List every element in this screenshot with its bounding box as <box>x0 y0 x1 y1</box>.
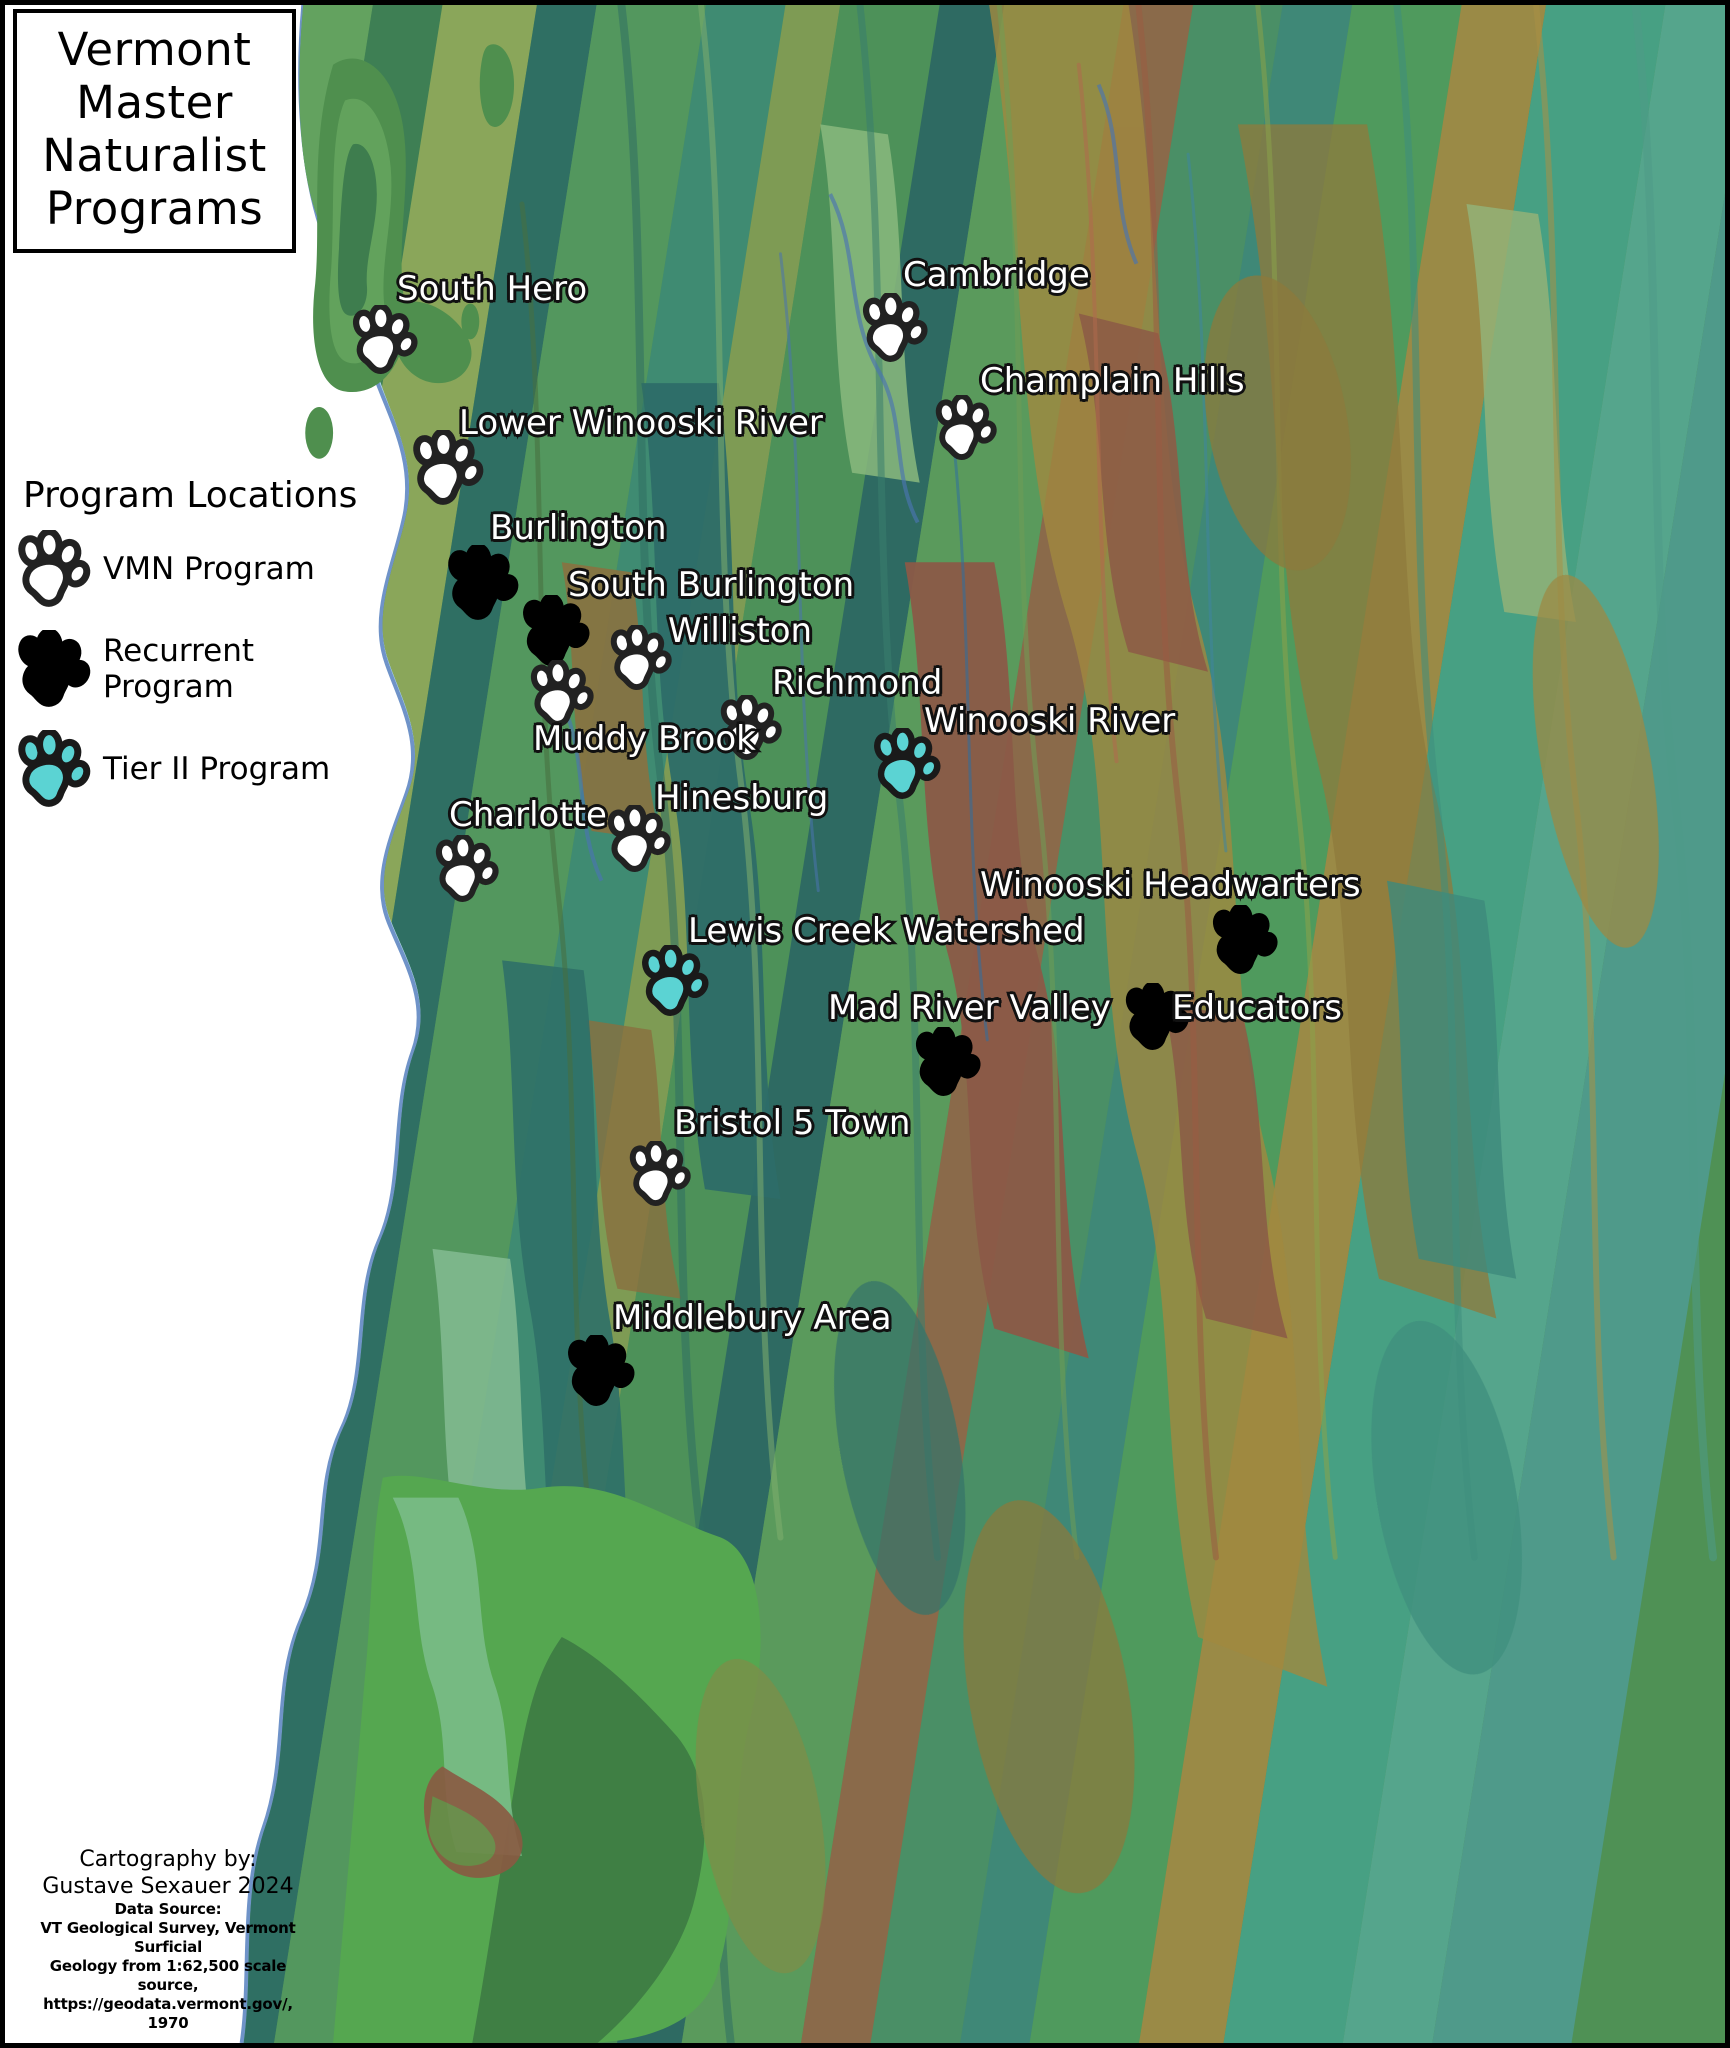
geology-basemap <box>5 5 1725 2043</box>
place-label-text: Bristol 5 Town <box>671 1103 912 1144</box>
legend-item-label: VMN Program <box>103 551 315 587</box>
credits-source-2: VT Geological Survey, Vermont Surficial <box>40 1919 296 1956</box>
paw-icon <box>15 528 93 608</box>
place-label-lower-winooski-river: Lower Winooski River <box>457 403 826 444</box>
place-label-south-burlington: South Burlington <box>565 565 856 606</box>
place-label-lewis-creek-watershed: Lewis Creek Watershed <box>686 911 1088 952</box>
poster-title-box: Vermont Master Naturalist Programs <box>13 9 296 253</box>
program-marker-williston[interactable] <box>608 625 674 691</box>
surficial-geology-bands <box>243 5 1725 2043</box>
program-marker-cambridge[interactable] <box>860 293 930 363</box>
place-label-burlington: Burlington <box>488 508 670 549</box>
place-label-cambridge: Cambridge <box>901 255 1093 296</box>
title-line-3: Naturalist <box>42 129 267 182</box>
program-marker-richmond[interactable] <box>718 695 784 761</box>
program-marker-muddy-brook[interactable] <box>528 660 596 728</box>
credits-line-2: Gustave Sexauer 2024 <box>42 1874 294 1899</box>
title-line-2: Master <box>76 76 233 129</box>
place-label-educators: Educators <box>1170 988 1345 1029</box>
title-line-4: Programs <box>45 182 264 235</box>
legend-item-vmn: VMN Program <box>15 528 365 608</box>
place-label-south-hero: South Hero <box>394 269 589 310</box>
place-label-middlebury-area: Middlebury Area <box>611 1298 895 1339</box>
place-label-winooski-headwarters: Winooski Headwarters <box>978 865 1364 906</box>
place-label-text: Richmond <box>769 663 944 704</box>
legend-item-label: Tier II Program <box>103 751 331 787</box>
place-label-text: South Hero <box>394 269 589 310</box>
place-label-text: Williston <box>665 611 814 652</box>
place-label-champlain-hills: Champlain Hills <box>978 361 1248 402</box>
legend: Program Locations VMN Program Recurrent … <box>15 475 365 830</box>
program-marker-burlington[interactable] <box>445 545 521 621</box>
program-marker-charlotte[interactable] <box>433 835 501 903</box>
program-marker-south-hero[interactable] <box>350 305 420 375</box>
place-label-text: Hinesburg <box>652 778 830 819</box>
program-marker-lewis-creek-watershed[interactable] <box>639 945 711 1017</box>
place-label-text: Lower Winooski River <box>457 403 826 444</box>
program-marker-middlebury-area[interactable] <box>565 1335 637 1407</box>
paw-icon <box>15 728 93 808</box>
credits-line-1: Cartography by: <box>79 1847 257 1872</box>
program-marker-educators[interactable] <box>1123 983 1191 1051</box>
place-label-richmond: Richmond <box>769 663 944 704</box>
program-marker-bristol-5-town[interactable] <box>627 1141 693 1207</box>
credits-source-1: Data Source: <box>114 1900 222 1918</box>
place-label-charlotte: Charlotte <box>447 795 610 836</box>
program-marker-lower-winooski-river[interactable] <box>410 430 486 506</box>
place-label-text: Winooski River <box>921 701 1177 742</box>
program-marker-mad-river-valley[interactable] <box>913 1027 983 1097</box>
place-label-text: Winooski Headwarters <box>978 865 1364 906</box>
place-label-bristol-5-town: Bristol 5 Town <box>671 1103 912 1144</box>
place-label-text: Champlain Hills <box>978 361 1248 402</box>
credits-source-4: https://geodata.vermont.gov/, 1970 <box>43 1995 293 2032</box>
legend-heading: Program Locations <box>23 475 358 516</box>
place-label-mad-river-valley: Mad River Valley <box>826 988 1114 1029</box>
place-label-text: Mad River Valley <box>826 988 1114 1029</box>
place-label-text: Lewis Creek Watershed <box>686 911 1088 952</box>
place-label-hinesburg: Hinesburg <box>652 778 830 819</box>
title-line-1: Vermont <box>57 23 252 76</box>
legend-item-label: Recurrent Program <box>103 633 255 705</box>
place-label-text: Middlebury Area <box>611 1298 895 1339</box>
place-label-text: Cambridge <box>901 255 1093 296</box>
place-label-text: Charlotte <box>447 795 610 836</box>
program-marker-winooski-river[interactable] <box>871 728 943 800</box>
legend-item-recurrent: Recurrent Program <box>15 628 365 708</box>
legend-item-tier2: Tier II Program <box>15 728 365 808</box>
place-label-text: South Burlington <box>565 565 856 606</box>
legend-rows: VMN Program Recurrent Program Tier II Pr… <box>15 528 365 808</box>
place-label-text: Educators <box>1170 988 1345 1029</box>
place-label-muddy-brook: Muddy Brook <box>531 719 759 760</box>
credits-source-3: Geology from 1:62,500 scale source, <box>49 1957 287 1994</box>
place-label-text: Muddy Brook <box>531 719 759 760</box>
program-marker-champlain-hills[interactable] <box>933 395 999 461</box>
paw-icon <box>15 628 93 708</box>
program-marker-winooski-headwarters[interactable] <box>1210 905 1280 975</box>
cartography-credits: Cartography by: Gustave Sexauer 2024 Dat… <box>23 1846 313 2033</box>
place-label-winooski-river: Winooski River <box>921 701 1177 742</box>
program-marker-hinesburg[interactable] <box>605 805 673 873</box>
place-label-text: Burlington <box>488 508 670 549</box>
place-label-williston: Williston <box>665 611 814 652</box>
program-marker-south-burlington[interactable] <box>520 595 592 667</box>
